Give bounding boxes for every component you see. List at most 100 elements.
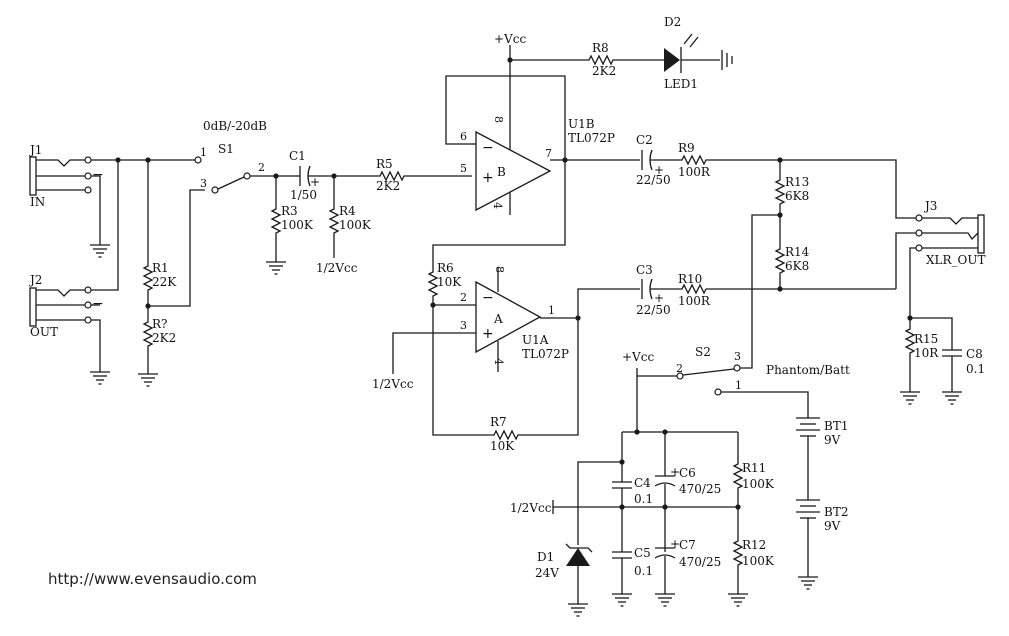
pin-a-2: 2 xyxy=(460,291,467,304)
label-c3: C3 xyxy=(636,263,653,277)
ground-icon xyxy=(89,371,111,385)
capacitor-c8 xyxy=(942,349,962,357)
zener-diode-d1 xyxy=(565,543,593,566)
label-r11-value: 100K xyxy=(742,477,775,491)
label-r6-value: 10K xyxy=(437,275,462,289)
label-half-vcc-3: 1/2Vcc xyxy=(510,501,552,515)
label-r9-value: 100R xyxy=(678,165,711,179)
label-c7: C7 xyxy=(679,538,696,552)
label-r1-value: 22K xyxy=(152,275,177,289)
label-r7: R7 xyxy=(490,415,507,429)
label-r12-value: 100K xyxy=(742,554,775,568)
label-c7-value: 470/25 xyxy=(679,555,721,569)
label-c2-value: 22/50 xyxy=(636,173,671,187)
label-in: IN xyxy=(30,195,45,209)
label-r7-value: 10K xyxy=(490,439,515,453)
pin-a-1: 1 xyxy=(548,304,555,317)
pin-b-7: 7 xyxy=(545,147,552,160)
website-url: http://www.evensaudio.com xyxy=(48,570,257,588)
pin-s2-1: 1 xyxy=(735,379,742,392)
label-r8-value: 2K2 xyxy=(592,64,616,78)
resistor-r8 xyxy=(584,55,618,65)
label-bt2: BT2 xyxy=(824,505,848,519)
resistor-r9 xyxy=(677,155,711,165)
resistor-r3 xyxy=(271,204,281,238)
label-c8: C8 xyxy=(966,347,983,361)
label-c2: C2 xyxy=(636,133,653,147)
pin-s1-2: 2 xyxy=(258,161,265,174)
label-vcc-2: +Vcc xyxy=(622,350,654,364)
switch-s2 xyxy=(676,364,741,396)
resistor-r13 xyxy=(775,175,785,209)
ground-icon xyxy=(899,391,921,405)
jack-j1 xyxy=(29,156,92,196)
ground-icon xyxy=(89,244,111,258)
pin-a-8: 8 xyxy=(493,266,506,273)
battery-bt1 xyxy=(796,417,820,437)
label-r1: R1 xyxy=(152,261,169,275)
label-c4-value: 0.1 xyxy=(634,492,653,506)
label-bt1-value: 9V xyxy=(824,433,841,447)
pin-s2-2: 2 xyxy=(676,362,683,375)
input-wiring xyxy=(91,157,205,374)
resistor-r6 xyxy=(428,267,438,301)
label-r4-value: 100K xyxy=(339,218,372,232)
label-u1a: U1A xyxy=(522,333,549,347)
resistor-r11 xyxy=(733,459,743,493)
label-c1-plus: + xyxy=(310,175,320,189)
label-r5: R5 xyxy=(376,157,393,171)
label-c6-value: 470/25 xyxy=(679,482,721,496)
ground-icon xyxy=(654,593,676,607)
label-r9: R9 xyxy=(678,141,695,155)
label-r10: R10 xyxy=(678,272,702,286)
label-c1: C1 xyxy=(289,149,306,163)
label-r-unknown: R? xyxy=(152,317,167,331)
capacitor-c7 xyxy=(654,547,676,559)
resistor-r7 xyxy=(489,430,523,440)
pin-b-8: 8 xyxy=(492,116,505,123)
capacitor-c3 xyxy=(641,278,678,300)
pin-b-6: 6 xyxy=(460,130,467,143)
label-r13: R13 xyxy=(785,175,809,189)
label-d2: D2 xyxy=(664,15,681,29)
label-led1: LED1 xyxy=(664,77,698,91)
capacitor-c1 xyxy=(296,165,376,187)
opamp-b-minus: − xyxy=(482,140,494,156)
label-bt1: BT1 xyxy=(824,419,848,433)
label-r11: R11 xyxy=(742,461,766,475)
ground-icon xyxy=(611,593,633,607)
label-r8: R8 xyxy=(592,41,609,55)
pin-s1-1: 1 xyxy=(200,146,207,159)
label-j2: J2 xyxy=(28,273,42,287)
label-xlr-out: XLR_OUT xyxy=(926,253,986,267)
label-c3-plus: + xyxy=(654,291,664,305)
battery-bt2 xyxy=(796,499,820,519)
label-r12: R12 xyxy=(742,538,766,552)
label-vcc-1: +Vcc xyxy=(494,32,526,46)
label-s2: S2 xyxy=(695,345,711,359)
label-c4: C4 xyxy=(634,476,651,490)
capacitor-c5 xyxy=(612,551,632,559)
label-c1-value: 1/50 xyxy=(290,188,317,202)
label-r15-value: 10R xyxy=(914,346,939,360)
label-c2-plus: + xyxy=(654,163,664,177)
label-c6-plus: + xyxy=(670,465,680,479)
resistor-r14 xyxy=(775,244,785,278)
capacitor-c2 xyxy=(641,149,678,171)
label-r14-value: 6K8 xyxy=(785,259,809,273)
label-r5-value: 2K2 xyxy=(376,179,400,193)
label-r10-value: 100R xyxy=(678,294,711,308)
label-bt2-value: 9V xyxy=(824,519,841,533)
label-r6: R6 xyxy=(437,261,454,275)
label-half-vcc-2: 1/2Vcc xyxy=(372,377,414,391)
pin-minus-j2: − xyxy=(92,296,104,312)
label-opamp-a: A xyxy=(493,312,503,326)
pin-a-4: 4 xyxy=(492,358,505,365)
pin-a-3: 3 xyxy=(460,319,467,332)
label-r13-value: 6K8 xyxy=(785,189,809,203)
opamp-a-plus: + xyxy=(482,326,494,342)
label-s1: S1 xyxy=(218,142,234,156)
label-j3: J3 xyxy=(923,199,937,213)
resistor-r15 xyxy=(905,324,915,358)
